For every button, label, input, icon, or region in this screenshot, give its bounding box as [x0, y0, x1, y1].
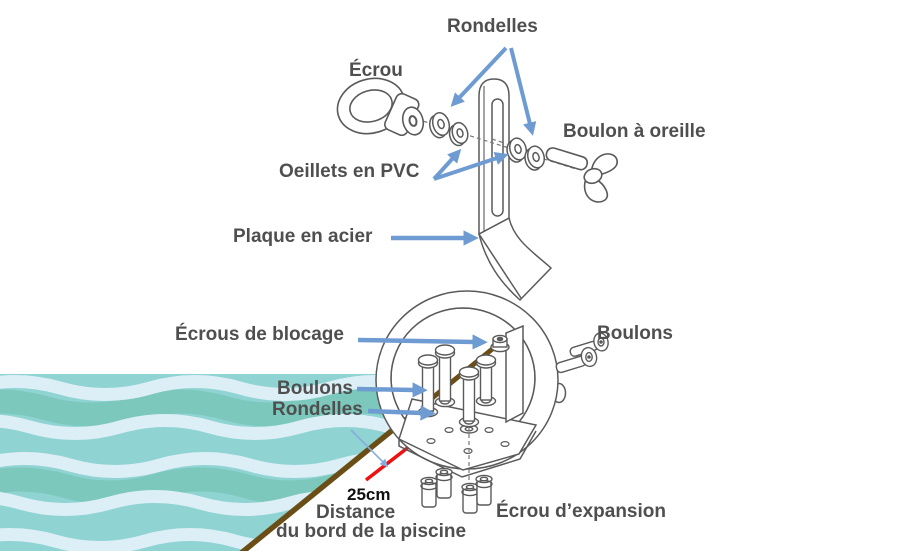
label-ecrou: Écrou — [349, 60, 403, 81]
steel-plate-drawing — [478, 78, 553, 302]
label-distance-line2: du bord de la piscine — [276, 521, 467, 542]
plate-end-tab — [505, 324, 524, 424]
label-rondelles-left: Rondelles — [272, 399, 363, 420]
arrow-oeillets-branch-2 — [433, 151, 509, 181]
eye-nut-drawing — [336, 77, 425, 137]
arrow-rondelles-right-branch — [509, 47, 537, 136]
inner-bolts-drawing — [417, 344, 497, 434]
expansion-nuts-drawing — [420, 467, 493, 514]
expansion-nut — [475, 474, 493, 506]
expansion-nut — [461, 482, 479, 514]
washers-and-eyelets-drawing — [428, 111, 546, 171]
callout-arrows — [356, 46, 537, 421]
label-distance-value: 25cm — [347, 485, 391, 504]
label-ecrous-blocage: Écrous de blocage — [175, 324, 344, 345]
arrow-rondelles-left-label — [367, 405, 436, 421]
arrow-oeillets-branch-1 — [432, 148, 462, 181]
label-plaque-acier: Plaque en acier — [233, 226, 373, 247]
distance-pointer-arrow — [350, 429, 389, 468]
pvc-eyelet — [448, 121, 469, 147]
bolt-with-washer — [434, 344, 456, 408]
arrow-ecrous-blocage — [357, 334, 488, 350]
label-distance-line1: Distance — [316, 502, 396, 523]
flat-head-bolt — [555, 346, 598, 374]
expansion-nut — [420, 476, 438, 508]
expansion-nut — [435, 467, 453, 499]
wing-bolt-drawing — [545, 147, 618, 203]
arrow-rondelles-left-branch — [450, 46, 508, 107]
bolt-with-washer — [458, 366, 480, 428]
label-boulons-right: Boulons — [597, 323, 673, 344]
arrow-boulons-left — [356, 382, 428, 398]
label-rondelles-top: Rondelles — [447, 16, 538, 37]
side-bolts-drawing — [555, 332, 609, 374]
lock-nut-drawing — [490, 334, 510, 353]
pvc-eyelet — [506, 137, 528, 163]
washer — [524, 145, 546, 171]
washer — [428, 111, 451, 139]
label-ecrou-expansion: Écrou d’expansion — [496, 501, 666, 522]
bolt-with-washer — [475, 354, 497, 407]
label-oeillets-pvc: Oeillets en PVC — [279, 161, 420, 182]
label-boulons-left: Boulons — [277, 378, 353, 399]
label-boulon-a-oreille: Boulon à oreille — [563, 121, 706, 142]
